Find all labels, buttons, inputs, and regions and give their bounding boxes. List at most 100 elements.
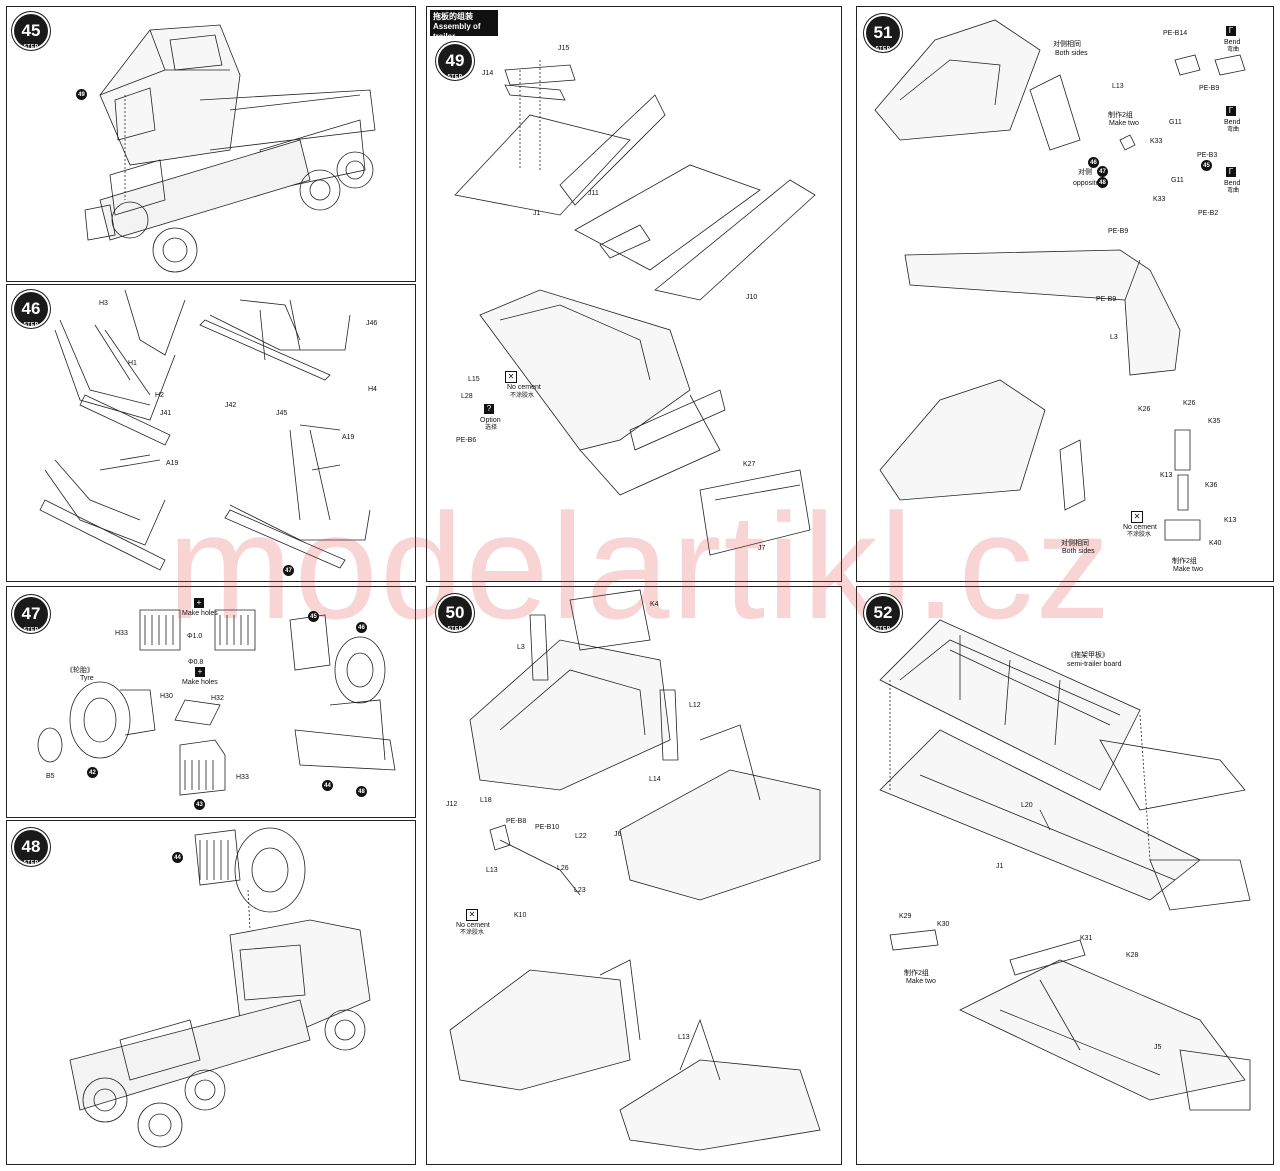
callout-badge: 46: [1088, 157, 1099, 168]
part-label: Make two: [1109, 120, 1139, 127]
step-number: 45: [21, 21, 41, 40]
part-label: H32: [211, 695, 224, 702]
part-label: 对侧相同: [1061, 540, 1089, 547]
part-label: L18: [480, 797, 492, 804]
part-label: opposite: [1073, 180, 1100, 187]
part-label: K13: [1224, 517, 1237, 524]
part-label: K26: [1183, 400, 1196, 407]
part-label: 制作2组: [1108, 112, 1133, 119]
part-label: J11: [588, 190, 599, 197]
part-label: K10: [514, 912, 527, 919]
callout-badge: 42: [87, 767, 98, 778]
step-word: STEP: [875, 46, 891, 52]
step-word: STEP: [23, 627, 39, 633]
part-label: G11: [1171, 177, 1184, 184]
part-label: 制作2组: [1172, 558, 1197, 565]
callout-badge: 48: [356, 786, 367, 797]
part-label: semi-trailer board: [1067, 661, 1122, 668]
part-label: J1: [533, 210, 541, 217]
bend-icon: Γ: [1226, 167, 1236, 177]
part-label: H30: [160, 693, 173, 700]
part-label: L15: [468, 376, 480, 383]
part-label: Φ1.0: [187, 633, 203, 640]
part-label: 弯曲: [1227, 188, 1240, 194]
part-label: L13: [1112, 83, 1124, 90]
part-label: PE-B9: [1108, 228, 1129, 235]
part-label: Bend: [1224, 180, 1241, 187]
part-label: 不涂胶水: [510, 393, 535, 399]
part-label: A19: [166, 460, 179, 467]
part-label: PE-B8: [506, 818, 527, 825]
part-label: K40: [1209, 540, 1222, 547]
part-label: Bend: [1224, 39, 1241, 46]
part-label: J41: [160, 410, 172, 417]
part-label: K29: [899, 913, 912, 920]
part-label: 《轮胎》: [66, 667, 94, 674]
part-label: K36: [1205, 482, 1218, 489]
callout-badge: 44: [322, 780, 333, 791]
part-label: H4: [368, 386, 377, 393]
part-label: J1: [996, 863, 1004, 870]
part-label: J5: [1154, 1044, 1162, 1051]
part-label: Both sides: [1062, 548, 1095, 555]
part-label: L13: [678, 1034, 690, 1041]
part-label: PE-B10: [535, 824, 560, 831]
part-label: Φ0.8: [188, 659, 204, 666]
part-label: PE-B2: [1198, 210, 1219, 217]
part-label: A19: [342, 434, 355, 441]
part-label: H3: [99, 300, 108, 307]
part-label: J14: [482, 70, 494, 77]
step-word: STEP: [875, 626, 891, 632]
step-number: 47: [21, 604, 41, 623]
part-label: PE-B9: [1199, 85, 1220, 92]
callout-badge: 46: [356, 622, 367, 633]
part-label: No cement: [507, 384, 541, 391]
callout-badge: 47: [283, 565, 294, 576]
step-number: 50: [445, 603, 465, 622]
callout-badge: 47: [1097, 166, 1108, 177]
part-label: L28: [461, 393, 473, 400]
part-label: 弯曲: [1227, 47, 1240, 53]
no-cement-icon: ✕: [1131, 511, 1143, 523]
part-label: Option: [480, 417, 501, 424]
part-label: K33: [1153, 196, 1166, 203]
part-label: J45: [276, 410, 288, 417]
part-label: Bend: [1224, 119, 1241, 126]
bend-icon: Γ: [1226, 26, 1236, 36]
part-label: K4: [650, 601, 659, 608]
part-label: J10: [746, 294, 758, 301]
drill-icon: +: [195, 667, 205, 677]
part-label: G11: [1169, 119, 1182, 126]
step-number: 46: [21, 299, 41, 318]
part-label: H33: [115, 630, 128, 637]
part-label: J12: [446, 801, 458, 808]
part-label: L26: [557, 865, 569, 872]
part-label: No cement: [1123, 524, 1157, 531]
drill-icon: +: [194, 598, 204, 608]
part-label: 弯曲: [1227, 127, 1240, 133]
part-label: H1: [128, 360, 137, 367]
part-label: L22: [575, 833, 587, 840]
part-label: Both sides: [1055, 50, 1088, 57]
part-label: PE-B9: [1096, 296, 1117, 303]
step-47-panel: [6, 586, 416, 818]
part-label: L13: [486, 867, 498, 874]
part-label: L14: [649, 776, 661, 783]
part-label: K27: [743, 461, 756, 468]
part-label: 制作2组: [904, 970, 929, 977]
callout-badge: 44: [172, 852, 183, 863]
part-label: J7: [758, 545, 766, 552]
part-label: 对侧相同: [1053, 41, 1081, 48]
part-label: K30: [937, 921, 950, 928]
part-label: J15: [558, 45, 570, 52]
section-title-en: Assembly of trailer: [433, 22, 481, 41]
part-label: PE-B6: [456, 437, 477, 444]
part-label: PE-B14: [1163, 30, 1188, 37]
